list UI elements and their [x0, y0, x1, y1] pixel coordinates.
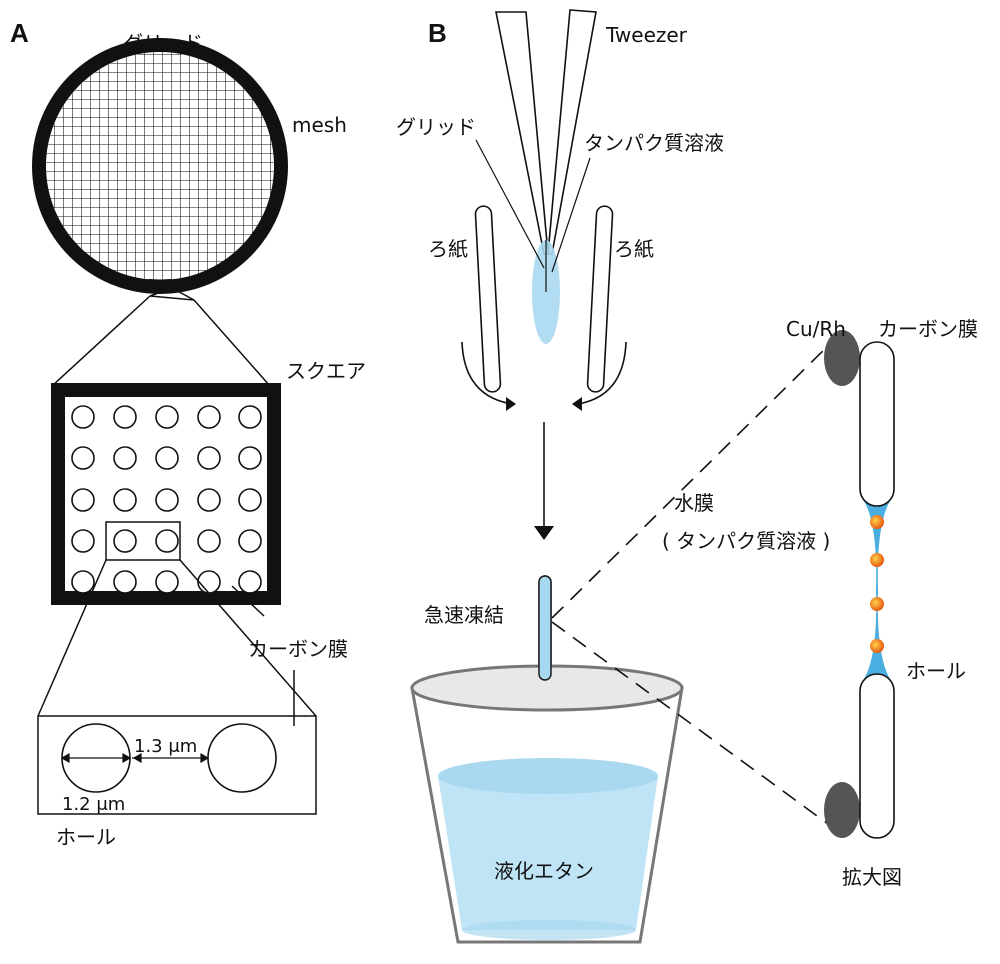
zoom-label: 拡大図	[842, 865, 902, 889]
freeze-label: 急速凍結	[424, 603, 504, 627]
arrowhead-right	[572, 397, 582, 411]
carbon-label-a: カーボン膜	[248, 637, 348, 661]
grid-disc	[32, 38, 288, 294]
protein-pointer	[551, 157, 591, 273]
enlarged-view	[824, 330, 895, 839]
hole-array	[71, 405, 262, 594]
carbon-film-top	[859, 341, 895, 507]
hole-circle	[155, 529, 179, 553]
hole-circle	[113, 405, 137, 429]
hole-circle	[197, 405, 221, 429]
water-film-sub-label: ( タンパク質溶液 )	[662, 529, 830, 553]
carbon-pointer-line	[231, 585, 265, 617]
hole-circle	[155, 570, 179, 594]
filter-paper-left	[474, 205, 502, 393]
arrowhead-left	[506, 397, 516, 411]
protein-label: タンパク質溶液	[584, 131, 724, 155]
spacing-label: 1.3 μm	[134, 736, 197, 757]
zoom-line-detail-left	[37, 559, 107, 717]
tweezer	[495, 9, 597, 255]
hole-label-a: ホール	[56, 825, 116, 849]
carbon-film-bottom	[859, 673, 895, 839]
hole-circle	[71, 446, 95, 470]
hole-circle	[238, 570, 262, 594]
hole-circle	[71, 405, 95, 429]
square-label: スクエア	[286, 359, 366, 383]
metal-label: Cu/Rh	[786, 317, 846, 341]
tweezer-label: Tweezer	[605, 23, 688, 47]
hole-circle	[238, 529, 262, 553]
filter-left-label: ろ紙	[428, 237, 468, 261]
zoom-dashed-lines	[551, 339, 835, 825]
hole-circle	[71, 529, 95, 553]
zoom-lines-grid	[51, 287, 271, 387]
hole-circle	[238, 488, 262, 512]
hole-circle	[197, 446, 221, 470]
hole-circle	[197, 488, 221, 512]
hole-circle	[197, 570, 221, 594]
grid-pointer	[475, 139, 545, 269]
square	[51, 383, 281, 605]
hole-circle	[71, 488, 95, 512]
zoom-line-detail-right	[179, 559, 317, 717]
protein-particle	[870, 553, 884, 567]
hole-circle	[238, 446, 262, 470]
frozen-grid-front	[538, 575, 552, 681]
carbon-label-b: カーボン膜	[878, 317, 978, 341]
down-arrow-head	[534, 526, 554, 540]
hole-circle	[113, 570, 137, 594]
hole-label-b: ホール	[906, 659, 966, 683]
grid-label-b: グリッド	[396, 115, 476, 139]
hole-circle	[113, 446, 137, 470]
hole-circle	[113, 488, 137, 512]
hole-circle	[71, 570, 95, 594]
protein-particle	[870, 515, 884, 529]
filter-paper-right	[586, 205, 614, 393]
hole-circle	[155, 446, 179, 470]
metal-top	[824, 330, 860, 386]
water-film-label: 水膜	[674, 491, 714, 515]
ethane-cup	[410, 664, 684, 944]
hole-circle	[155, 488, 179, 512]
panel-a-letter: A	[10, 18, 29, 48]
hole-circle	[238, 405, 262, 429]
panel-b-letter: B	[428, 18, 447, 48]
metal-bottom	[824, 782, 860, 838]
diameter-label: 1.2 μm	[62, 794, 125, 815]
hole-circle	[197, 529, 221, 553]
hole-circle	[113, 529, 137, 553]
dimension-arrows	[60, 752, 210, 764]
protein-particle	[870, 639, 884, 653]
hole-circle	[155, 405, 179, 429]
detail-hole-right	[207, 723, 277, 793]
holes-highlight-box	[105, 521, 181, 561]
ethane-label: 液化エタン	[494, 859, 594, 883]
protein-particle	[870, 597, 884, 611]
mesh-label: mesh	[292, 113, 347, 137]
detail-box	[37, 715, 317, 815]
filter-right-label: ろ紙	[614, 237, 654, 261]
filter-arrows	[461, 341, 627, 405]
